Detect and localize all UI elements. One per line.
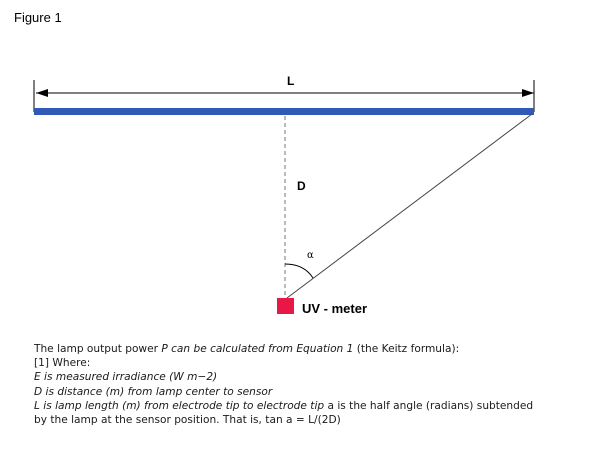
lamp-bar — [34, 108, 534, 115]
length-arrow-right — [522, 89, 534, 97]
angle-label: α — [307, 250, 314, 261]
uv-sensor-square — [277, 298, 294, 314]
length-label: L — [287, 74, 294, 88]
length-arrow-left — [36, 89, 48, 97]
caption-line-6: by the lamp at the sensor position. That… — [34, 414, 341, 427]
caption-line-4: D is distance (m) from lamp center to se… — [34, 385, 273, 398]
caption-line-2: [1] Where: — [34, 357, 91, 370]
caption-line-1a: The lamp output power — [34, 343, 162, 355]
sensor-label: UV - meter — [302, 301, 367, 316]
caption-line-1: The lamp output power P can be calculate… — [34, 342, 594, 356]
keitz-diagram: L D α UV - meter — [33, 74, 535, 316]
caption-line-1b: P can be calculated from Equation 1 — [161, 343, 354, 355]
angle-arc — [284, 263, 314, 279]
caption-line-1c: (the Keitz formula): — [353, 343, 460, 355]
caption-line-5: L is lamp length (m) from electrode tip … — [34, 399, 594, 413]
caption-line-3: E is measured irradiance (W m−2) — [34, 371, 218, 384]
caption-text: The lamp output power P can be calculate… — [34, 342, 594, 427]
distance-label: D — [297, 179, 306, 193]
diagonal-line — [286, 113, 533, 299]
caption-line-5b: a is the half angle (radians) subtended — [324, 399, 534, 412]
figure-label: Figure 1 — [14, 10, 62, 25]
caption-line-5a: L is lamp length (m) from electrode tip … — [34, 399, 325, 412]
